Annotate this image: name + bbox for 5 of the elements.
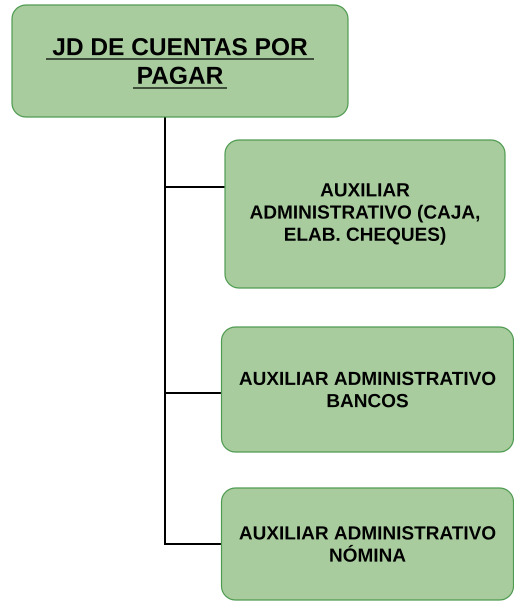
org-box: AUXILIAR ADMINISTRATIVO NÓMINA — [220, 487, 514, 601]
connector-line — [164, 118, 221, 545]
org-box: AUXILIAR ADMINISTRATIVO BANCOS — [220, 326, 514, 453]
org-box: JD DE CUENTAS POR PAGAR — [11, 4, 349, 118]
org-box: AUXILIAR ADMINISTRATIVO (CAJA, ELAB. CHEQUES) — [224, 139, 506, 289]
